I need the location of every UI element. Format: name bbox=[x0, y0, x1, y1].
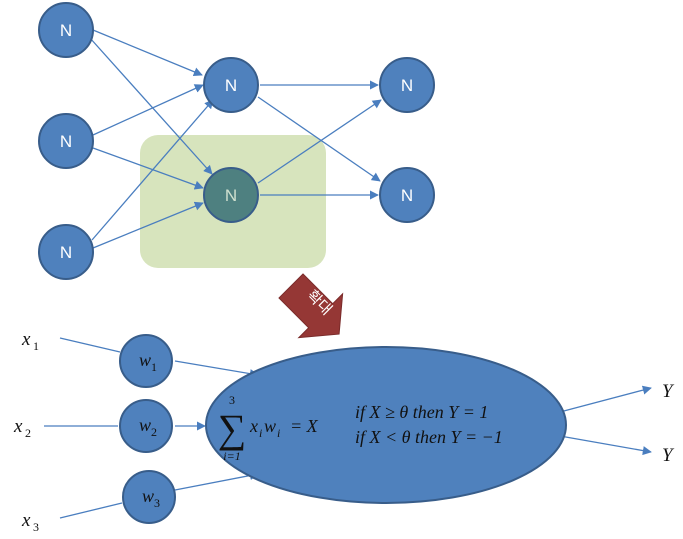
edge bbox=[174, 471, 259, 491]
svg-text:w: w bbox=[139, 350, 151, 370]
svg-text:N: N bbox=[60, 132, 72, 151]
sum-lower-limit: i=1 bbox=[223, 449, 240, 463]
input-node-3: N bbox=[38, 224, 94, 280]
svg-text:x: x bbox=[13, 416, 23, 437]
svg-text:N: N bbox=[225, 186, 237, 205]
perceptron-body bbox=[205, 346, 567, 504]
weight-nodes: w 1 w 2 w 3 bbox=[119, 334, 176, 524]
output-label-1: Y bbox=[662, 381, 675, 402]
svg-text:N: N bbox=[60, 243, 72, 262]
svg-text:N: N bbox=[60, 21, 72, 40]
weight-node-3: w 3 bbox=[122, 470, 176, 524]
output-label-2: Y bbox=[662, 445, 675, 466]
edge bbox=[174, 360, 259, 379]
input-label-x2: x 2 bbox=[13, 416, 31, 440]
edge bbox=[92, 84, 204, 136]
input-node-2: N bbox=[38, 113, 94, 169]
svg-text:1: 1 bbox=[151, 360, 157, 374]
svg-text:3: 3 bbox=[33, 520, 39, 534]
perceptron-edges bbox=[44, 337, 652, 519]
summation-formula: 3 ∑ i=1 x i w i = X bbox=[218, 393, 319, 463]
svg-text:i: i bbox=[259, 426, 262, 440]
svg-text:w: w bbox=[264, 416, 276, 436]
network-edges bbox=[89, 29, 382, 249]
network-nodes: N N N N N N N bbox=[38, 2, 435, 280]
hidden-node-highlighted: N bbox=[203, 167, 259, 223]
input-labels: x 1 x 2 x 3 bbox=[13, 329, 39, 534]
edge bbox=[59, 502, 123, 519]
zoom-arrow: 확대 bbox=[278, 273, 344, 339]
input-node-1: N bbox=[38, 2, 94, 58]
svg-text:2: 2 bbox=[151, 425, 157, 439]
sum-result: = X bbox=[290, 416, 319, 436]
svg-text:w: w bbox=[139, 415, 151, 435]
edge bbox=[257, 99, 382, 184]
svg-text:i: i bbox=[277, 426, 280, 440]
edge bbox=[559, 435, 652, 456]
svg-text:1: 1 bbox=[33, 339, 39, 353]
svg-text:x: x bbox=[249, 416, 258, 436]
weight-node-2: w 2 bbox=[119, 399, 173, 453]
activation-rule-2: if X < θ then Y = −1 bbox=[355, 427, 503, 447]
input-label-x3: x 3 bbox=[21, 510, 39, 534]
hidden-node-1: N bbox=[203, 57, 259, 113]
svg-text:N: N bbox=[401, 76, 413, 95]
output-node-2: N bbox=[379, 167, 435, 223]
edge bbox=[59, 337, 121, 353]
svg-text:w: w bbox=[142, 486, 154, 506]
input-label-x1: x 1 bbox=[21, 329, 39, 353]
svg-text:N: N bbox=[401, 186, 413, 205]
edge bbox=[92, 29, 203, 77]
edge bbox=[92, 201, 204, 249]
edge bbox=[89, 37, 213, 175]
activation-rule-1: if X ≥ θ then Y = 1 bbox=[355, 402, 488, 422]
weight-node-1: w 1 bbox=[119, 334, 173, 388]
edge bbox=[91, 99, 214, 241]
svg-text:3: 3 bbox=[154, 496, 160, 510]
edge bbox=[559, 385, 652, 413]
sum-upper-limit: 3 bbox=[229, 393, 235, 407]
sigma-symbol: ∑ bbox=[218, 406, 247, 451]
svg-text:x: x bbox=[21, 510, 31, 531]
edge bbox=[257, 96, 381, 182]
svg-text:2: 2 bbox=[25, 426, 31, 440]
svg-text:x: x bbox=[21, 329, 31, 350]
edge bbox=[92, 147, 204, 190]
output-node-1: N bbox=[379, 57, 435, 113]
svg-text:N: N bbox=[225, 76, 237, 95]
